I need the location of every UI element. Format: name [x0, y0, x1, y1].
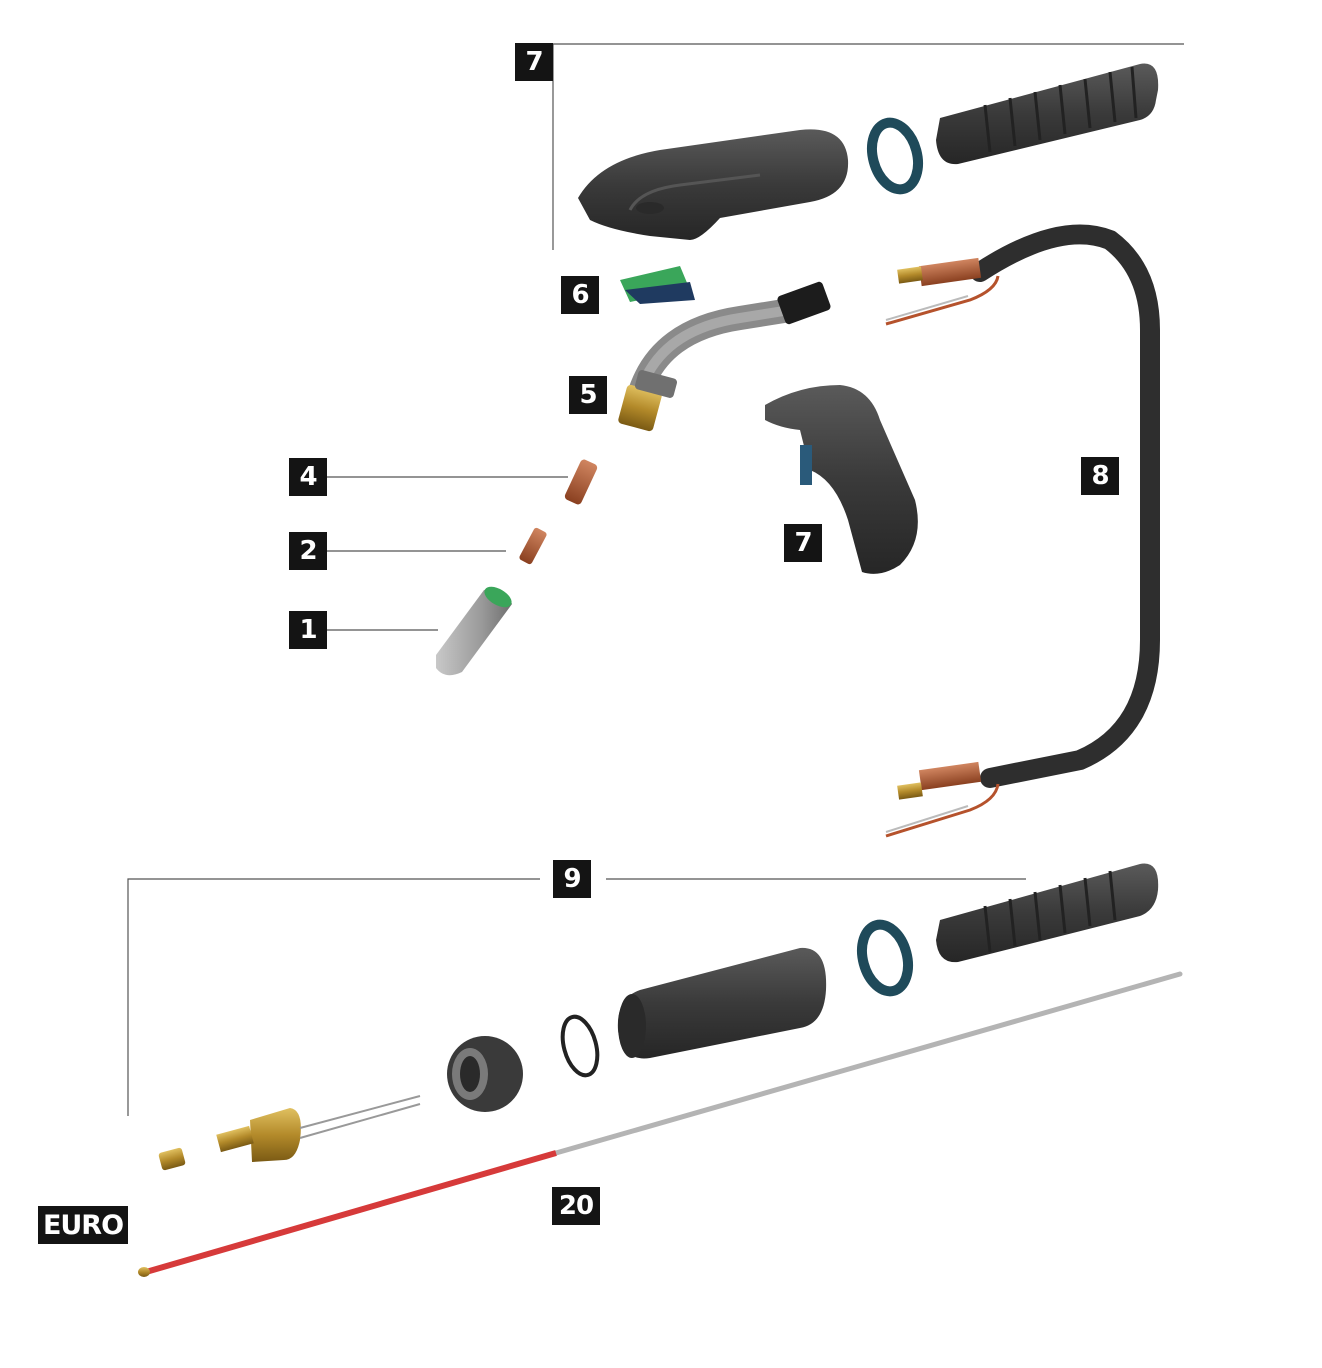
label-liner: 20: [552, 1187, 600, 1225]
connector-body: [617, 947, 827, 1059]
top-bend-restrictor: [936, 63, 1159, 165]
pistol-grip: [765, 385, 918, 574]
label-switch: 6: [561, 276, 599, 314]
leader-lines: [127, 43, 1184, 1116]
label-swan-neck: 5: [569, 376, 607, 414]
label-cable: 8: [1081, 457, 1119, 495]
label-nozzle: 1: [289, 611, 327, 649]
bottom-ring: [856, 919, 914, 997]
handle-shell: [578, 129, 849, 240]
circlip: [560, 1014, 600, 1078]
label-tip-adapter: 4: [289, 458, 327, 496]
label-handle-cover: 7: [515, 43, 553, 81]
euro-connector-body: [158, 1095, 421, 1171]
label-pistol-grip: 7: [784, 524, 822, 562]
top-ring: [866, 117, 924, 195]
label-connector-assembly: 9: [553, 860, 591, 898]
contact-tip: [519, 527, 547, 565]
label-contact-tip: 2: [289, 532, 327, 570]
tip-adapter: [564, 459, 598, 505]
label-euro: EURO: [38, 1206, 128, 1244]
cable: [885, 224, 1160, 838]
nozzle: [436, 586, 512, 676]
switch-pcb: [620, 266, 695, 304]
swan-neck: [618, 281, 831, 432]
liner: [138, 971, 1183, 1277]
bottom-bend-restrictor: [936, 863, 1159, 963]
connector-nut: [447, 1036, 523, 1112]
